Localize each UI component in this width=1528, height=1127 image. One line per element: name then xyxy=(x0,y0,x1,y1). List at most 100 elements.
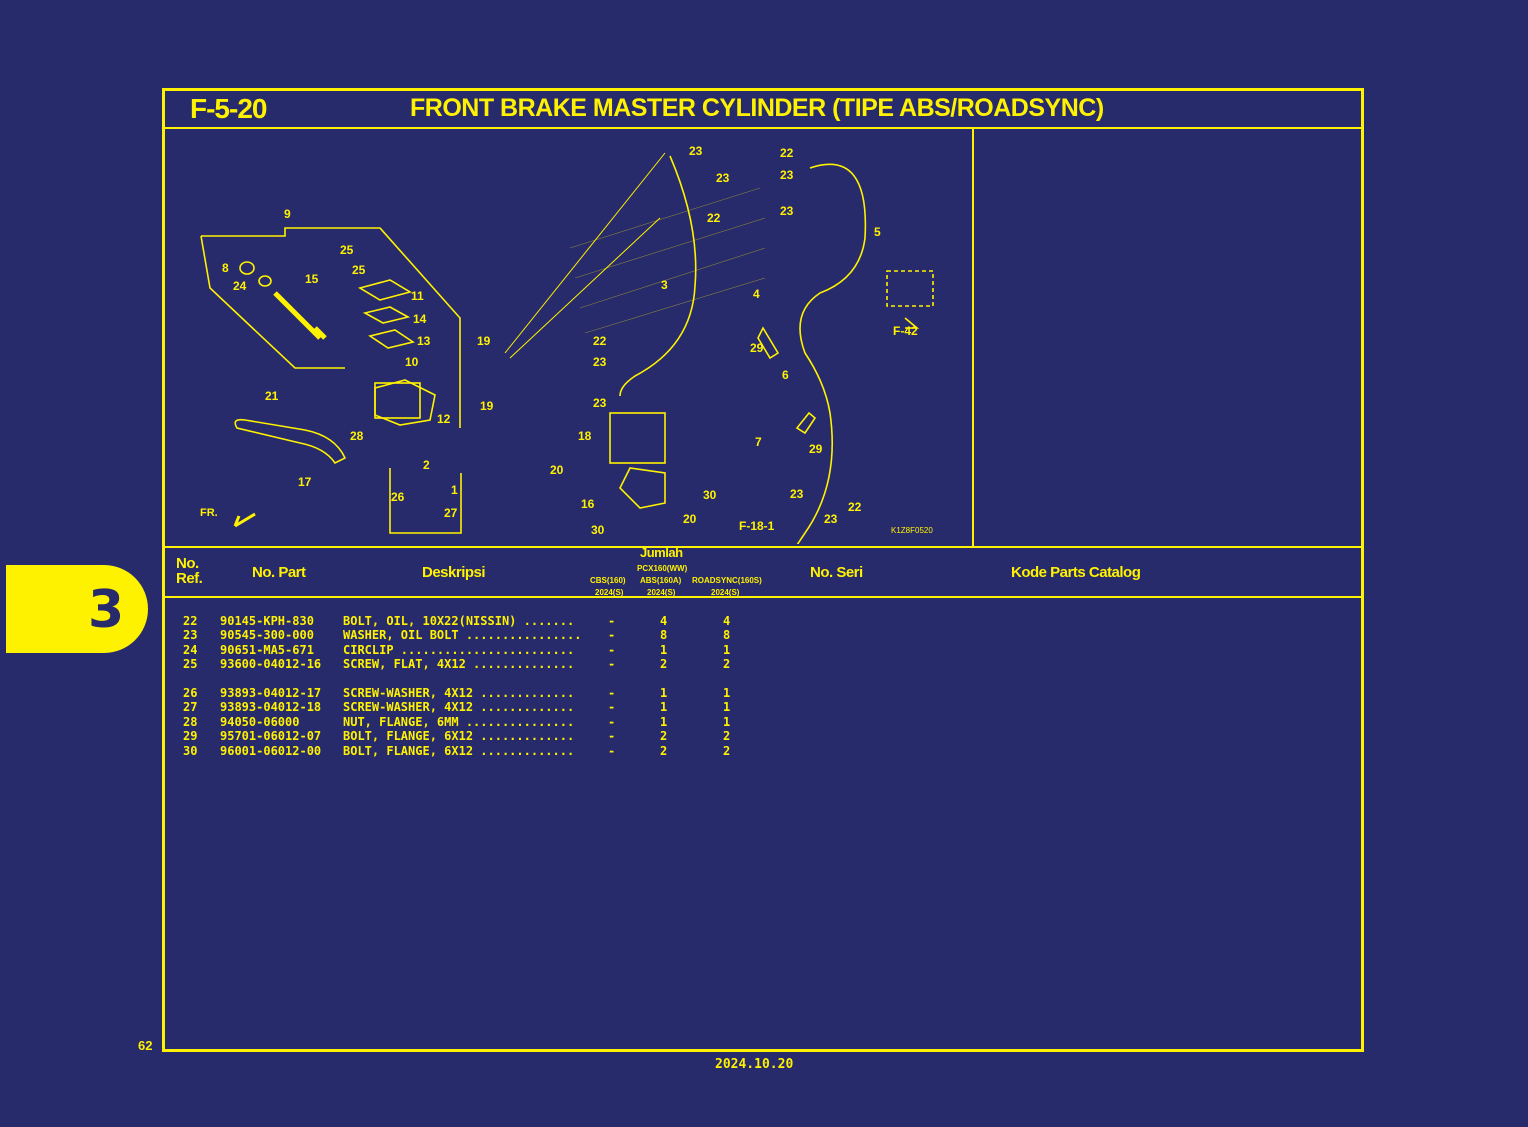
svg-text:17: 17 xyxy=(298,475,312,489)
ref-f18-1: F-18-1 xyxy=(739,519,775,533)
svg-text:23: 23 xyxy=(790,487,804,501)
direction-label: FR. xyxy=(200,507,218,519)
row-desc: WASHER, OIL BOLT ................ xyxy=(343,628,582,642)
row-qty-cbs: - xyxy=(608,628,616,642)
row-qty-roadsync: 2 xyxy=(723,657,731,671)
svg-text:23: 23 xyxy=(593,396,607,410)
section-tab-number: 3 xyxy=(88,580,125,640)
row-desc: NUT, FLANGE, 6MM ............... xyxy=(343,715,575,729)
section-tab[interactable] xyxy=(6,565,148,653)
col-roadsync-year: 2024(S) xyxy=(711,588,740,597)
row-part: 93893-04012-18 xyxy=(220,700,322,714)
row-ref: 28 xyxy=(183,715,198,729)
col-no-seri: No. Seri xyxy=(810,564,863,581)
svg-text:11: 11 xyxy=(411,289,424,303)
svg-text:30: 30 xyxy=(591,523,605,537)
svg-text:13: 13 xyxy=(417,334,431,348)
row-ref: 29 xyxy=(183,729,198,743)
col-model: PCX160(WW) xyxy=(637,564,688,573)
svg-text:23: 23 xyxy=(716,171,730,185)
svg-text:23: 23 xyxy=(824,512,838,526)
svg-text:4: 4 xyxy=(753,287,760,301)
row-desc: BOLT, FLANGE, 6X12 ............. xyxy=(343,744,575,758)
row-part: 96001-06012-00 xyxy=(220,744,322,758)
svg-text:1: 1 xyxy=(451,483,458,497)
row-qty-cbs: - xyxy=(608,729,616,743)
svg-text:30: 30 xyxy=(703,488,717,502)
row-qty-abs: 2 xyxy=(660,657,668,671)
row-desc: SCREW, FLAT, 4X12 .............. xyxy=(343,657,575,671)
row-qty-abs: 1 xyxy=(660,686,668,700)
svg-text:23: 23 xyxy=(689,144,703,158)
row-qty-cbs: - xyxy=(608,643,616,657)
svg-text:22: 22 xyxy=(848,500,862,514)
svg-text:14: 14 xyxy=(413,312,427,326)
col-cbs-year: 2024(S) xyxy=(595,588,624,597)
row-desc: SCREW-WASHER, 4X12 ............. xyxy=(343,700,575,714)
svg-text:20: 20 xyxy=(550,463,564,477)
svg-text:22: 22 xyxy=(780,146,794,160)
catalog-frame xyxy=(162,88,1364,1052)
row-qty-abs: 2 xyxy=(660,729,668,743)
svg-text:3: 3 xyxy=(661,278,668,292)
ref-f42: F-42 xyxy=(893,324,918,338)
svg-text:2: 2 xyxy=(423,458,430,472)
svg-text:25: 25 xyxy=(352,263,366,277)
row-qty-abs: 1 xyxy=(660,715,668,729)
table-header-divider xyxy=(165,596,1361,598)
row-part: 90545-300-000 xyxy=(220,628,314,642)
svg-text:27: 27 xyxy=(444,506,458,520)
row-qty-roadsync: 1 xyxy=(723,686,731,700)
row-ref: 30 xyxy=(183,744,198,758)
svg-text:22: 22 xyxy=(593,334,607,348)
row-ref: 27 xyxy=(183,700,198,714)
svg-text:23: 23 xyxy=(780,168,794,182)
row-qty-roadsync: 8 xyxy=(723,628,731,642)
row-part: 90145-KPH-830 xyxy=(220,614,314,628)
svg-text:28: 28 xyxy=(350,429,364,443)
row-qty-roadsync: 2 xyxy=(723,729,731,743)
row-ref: 24 xyxy=(183,643,198,657)
row-desc: BOLT, OIL, 10X22(NISSIN) ....... xyxy=(343,614,575,628)
row-qty-cbs: - xyxy=(608,700,616,714)
svg-text:29: 29 xyxy=(809,442,823,456)
row-qty-abs: 1 xyxy=(660,643,668,657)
row-desc: SCREW-WASHER, 4X12 ............. xyxy=(343,686,575,700)
row-part: 93600-04012-16 xyxy=(220,657,322,671)
col-kode: Kode Parts Catalog xyxy=(1011,564,1141,581)
col-abs: ABS(160A) xyxy=(640,576,682,585)
svg-text:29: 29 xyxy=(750,341,764,355)
svg-text:5: 5 xyxy=(874,225,881,239)
image-code: K1Z8F0520 xyxy=(891,526,933,535)
row-ref: 25 xyxy=(183,657,198,671)
col-abs-year: 2024(S) xyxy=(647,588,676,597)
row-qty-cbs: - xyxy=(608,744,616,758)
print-date: 2024.10.20 xyxy=(715,1057,794,1072)
col-deskripsi: Deskripsi xyxy=(422,564,486,581)
row-qty-roadsync: 2 xyxy=(723,744,731,758)
row-qty-roadsync: 1 xyxy=(723,715,731,729)
svg-text:25: 25 xyxy=(340,243,354,257)
col-jumlah: Jumlah xyxy=(640,545,683,560)
svg-text:9: 9 xyxy=(284,207,291,221)
svg-text:19: 19 xyxy=(480,399,494,413)
col-no-part: No. Part xyxy=(252,564,306,581)
row-qty-cbs: - xyxy=(608,715,616,729)
svg-text:23: 23 xyxy=(780,204,794,218)
row-desc: BOLT, FLANGE, 6X12 ............. xyxy=(343,729,575,743)
svg-text:24: 24 xyxy=(233,279,247,293)
row-qty-abs: 4 xyxy=(660,614,668,628)
row-qty-abs: 1 xyxy=(660,700,668,714)
row-part: 93893-04012-17 xyxy=(220,686,322,700)
page-title: FRONT BRAKE MASTER CYLINDER (TIPE ABS/RO… xyxy=(410,94,1104,122)
row-part: 95701-06012-07 xyxy=(220,729,322,743)
svg-text:20: 20 xyxy=(683,512,697,526)
svg-text:7: 7 xyxy=(755,435,762,449)
svg-text:16: 16 xyxy=(581,497,595,511)
svg-text:6: 6 xyxy=(782,368,789,382)
svg-text:22: 22 xyxy=(707,211,721,225)
row-qty-roadsync: 1 xyxy=(723,643,731,657)
row-qty-abs: 8 xyxy=(660,628,668,642)
row-part: 94050-06000 xyxy=(220,715,300,729)
row-part: 90651-MA5-671 xyxy=(220,643,314,657)
